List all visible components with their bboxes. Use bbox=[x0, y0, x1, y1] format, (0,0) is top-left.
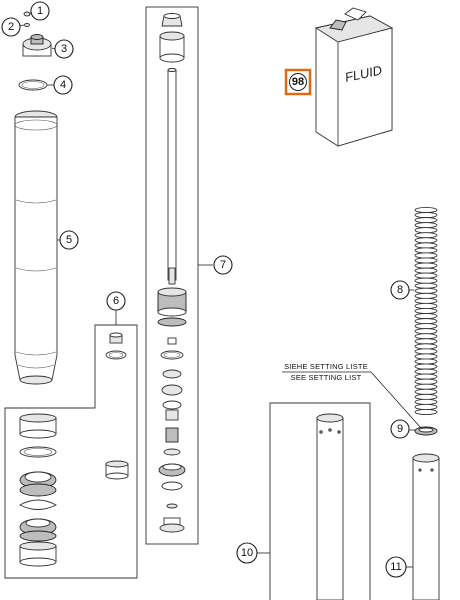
callout-11-label: 11 bbox=[390, 561, 401, 573]
callout-4-label: 4 bbox=[60, 79, 66, 91]
spring-coil bbox=[414, 348, 438, 355]
spring-coil bbox=[414, 318, 438, 325]
kit-6-parts bbox=[19, 332, 129, 567]
small-screw-part bbox=[23, 11, 31, 27]
spring-coil bbox=[414, 403, 438, 411]
callout-3-label: 3 bbox=[61, 43, 67, 55]
fluid-part-number-badge: 98 bbox=[284, 68, 312, 96]
callout-2-label: 2 bbox=[8, 21, 14, 33]
spring-coil bbox=[414, 222, 438, 229]
spring-coil bbox=[414, 227, 438, 234]
callout-6-label: 6 bbox=[113, 295, 119, 307]
spring-coil bbox=[414, 328, 438, 335]
fork-cap-part bbox=[22, 34, 52, 57]
callout-2: 2 bbox=[1, 17, 21, 37]
spring-coil bbox=[414, 378, 438, 385]
callout-3: 3 bbox=[54, 39, 74, 59]
spring-coil bbox=[414, 302, 438, 310]
callout-6: 6 bbox=[106, 291, 126, 311]
spring-coil bbox=[414, 398, 438, 405]
spring-coil bbox=[414, 232, 438, 239]
spring-coil bbox=[414, 297, 438, 304]
inner-tube-10-part bbox=[316, 413, 344, 600]
spring-coil bbox=[414, 307, 438, 315]
o-ring-part bbox=[18, 79, 48, 91]
spring-coil bbox=[414, 358, 438, 365]
spring-coil bbox=[414, 292, 438, 299]
spring-coil bbox=[414, 383, 438, 390]
spring-coil bbox=[414, 237, 438, 244]
spring-coil bbox=[414, 262, 438, 269]
spring-coil bbox=[414, 217, 438, 224]
callout-5: 5 bbox=[59, 230, 79, 250]
spring-coil bbox=[414, 206, 438, 214]
fluid-can: FLUID bbox=[314, 7, 394, 147]
spring-coil bbox=[414, 388, 438, 395]
fluid-part-number: 98 bbox=[292, 76, 304, 88]
setting-note-line-2: SEE SETTING LIST bbox=[291, 373, 362, 382]
spring-coil bbox=[414, 247, 438, 254]
spring-part bbox=[414, 206, 438, 416]
callout-10: 10 bbox=[236, 542, 258, 564]
kit-6-frame bbox=[4, 324, 138, 579]
callout-1-label: 1 bbox=[37, 5, 43, 17]
cartridge-7-frame bbox=[145, 6, 199, 545]
callout-8: 8 bbox=[390, 280, 410, 300]
cartridge-parts bbox=[157, 13, 187, 533]
spring-coil bbox=[414, 211, 438, 219]
spring-coil bbox=[414, 333, 438, 340]
spacer-washer-part bbox=[414, 426, 438, 436]
spring-coil bbox=[414, 312, 438, 320]
inner-tube-11-part bbox=[412, 453, 440, 600]
spring-coil bbox=[414, 272, 438, 279]
callout-8-label: 8 bbox=[397, 284, 403, 296]
setting-note: SIEHE SETTING LISTE SEE SETTING LIST bbox=[282, 362, 422, 429]
spring-coil bbox=[414, 393, 438, 400]
callout-9-label: 9 bbox=[397, 423, 403, 435]
spring-coil bbox=[414, 353, 438, 360]
callout-5-label: 5 bbox=[66, 234, 72, 246]
spring-coil bbox=[414, 287, 438, 294]
callout-9: 9 bbox=[390, 419, 410, 439]
spring-coil bbox=[414, 408, 438, 416]
spring-coil bbox=[414, 343, 438, 350]
tube-10-frame bbox=[269, 402, 371, 600]
spring-coil bbox=[414, 252, 438, 259]
spring-coil bbox=[414, 242, 438, 249]
spring-coil bbox=[414, 338, 438, 345]
spring-coil bbox=[414, 368, 438, 375]
callout-4: 4 bbox=[53, 75, 73, 95]
spring-coil bbox=[414, 257, 438, 264]
callout-10-label: 10 bbox=[241, 547, 253, 559]
spring-coil bbox=[414, 267, 438, 274]
spring-coil bbox=[414, 277, 438, 284]
callout-1: 1 bbox=[30, 1, 50, 21]
spring-coil bbox=[414, 282, 438, 289]
callout-7: 7 bbox=[213, 255, 233, 275]
spring-coil bbox=[414, 363, 438, 370]
callout-7-label: 7 bbox=[220, 259, 226, 271]
setting-note-line-1: SIEHE SETTING LISTE bbox=[284, 362, 368, 371]
spring-coil bbox=[414, 323, 438, 330]
outer-tube-part bbox=[14, 110, 58, 385]
spring-coil bbox=[414, 373, 438, 380]
callout-11: 11 bbox=[385, 556, 407, 578]
